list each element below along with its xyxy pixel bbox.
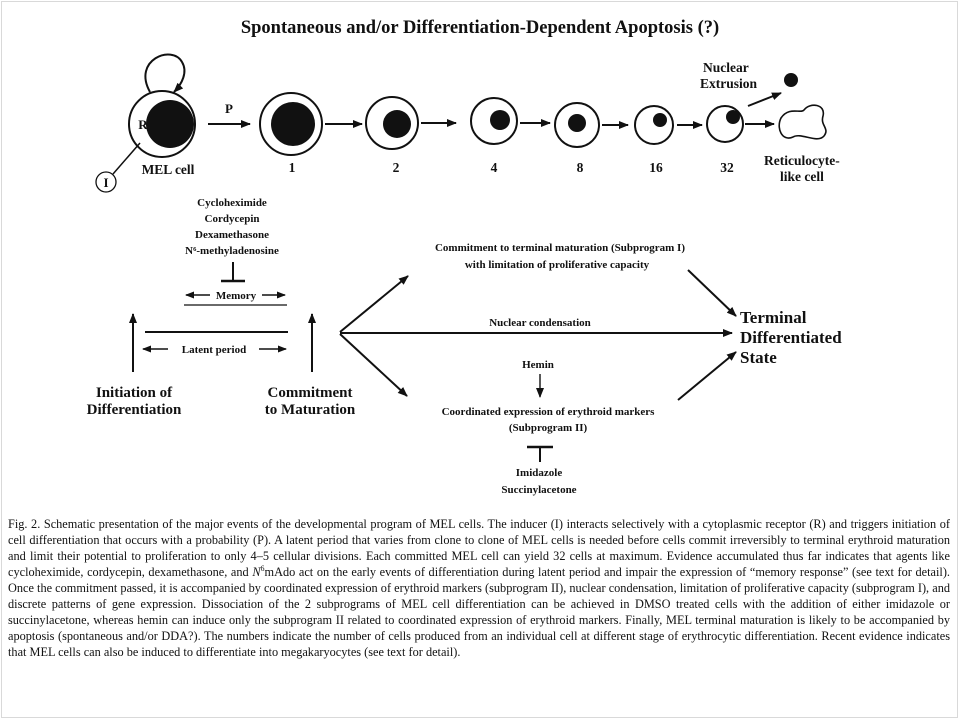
- cell-stage-16: [634, 105, 674, 145]
- inducer-label: I: [103, 175, 108, 190]
- inducer-to-receptor-line: [112, 142, 141, 175]
- receptor-label: R: [138, 117, 148, 132]
- cell-stage-2: [365, 96, 419, 150]
- branch-arrow-subprogram2: [339, 333, 408, 397]
- cell-count-2: 2: [393, 160, 400, 175]
- self-renewal-arrow: [144, 53, 186, 93]
- mel-cell: R: [128, 90, 196, 158]
- blocker-succinylacetone: Succinylacetone: [501, 484, 576, 496]
- inducer-circle: [95, 171, 117, 193]
- inhibitor-dexamethasone: Dexamethasone: [195, 229, 269, 241]
- cell-stage-32: [706, 105, 744, 143]
- inhibitor-n6-methyladenosine: N⁶-methyladenosine: [185, 245, 279, 257]
- terminal-label-3: State: [740, 348, 777, 367]
- reticulocyte-label-2: like cell: [780, 169, 824, 184]
- figure-title: Spontaneous and/or Differentiation-Depen…: [241, 18, 719, 38]
- reticulocyte-label-1: Reticulocyte-: [764, 153, 840, 168]
- terminal-label-1: Terminal: [740, 308, 807, 327]
- initiation-label-1: Initiation of: [96, 385, 173, 401]
- cell-count-4: 4: [491, 160, 498, 175]
- latent-period-label: Latent period: [182, 344, 246, 356]
- commitment-label-1: Commitment: [268, 385, 353, 401]
- cell-stage-8: [554, 102, 600, 148]
- nuclear-extrusion-label-2: Extrusion: [700, 76, 758, 91]
- cell-stage-1: [259, 92, 323, 156]
- probability-label: P: [225, 101, 233, 116]
- extrusion-arrow: [747, 92, 782, 107]
- caption-n: N: [252, 565, 261, 580]
- nuclear-condensation-label: Nuclear condensation: [489, 317, 591, 329]
- figure-caption: Fig. 2. Schematic presentation of the ma…: [8, 516, 950, 660]
- differentiation-diagram: Spontaneous and/or Differentiation-Depen…: [87, 18, 843, 496]
- cell-count-32: 32: [720, 160, 734, 175]
- subprogram1-label-2: with limitation of proliferative capacit…: [465, 259, 650, 271]
- subprogram2-to-terminal-arrow: [677, 351, 737, 401]
- reticulocyte-shape: [778, 104, 827, 140]
- subprogram1-to-terminal-arrow: [687, 269, 737, 317]
- cell-count-16: 16: [649, 160, 663, 175]
- caption-superscript: 6: [260, 564, 265, 574]
- branch-arrow-subprogram1: [339, 275, 409, 333]
- inhibitor-cycloheximide: Cycloheximide: [197, 197, 267, 209]
- cell-count-8: 8: [577, 160, 584, 175]
- mel-cell-nucleus: [146, 100, 194, 148]
- memory-label: Memory: [216, 290, 257, 302]
- caption-part-2: mAdo act on the early events of differen…: [8, 565, 950, 660]
- nuclear-extrusion-label-1: Nuclear: [703, 60, 749, 75]
- initiation-label-2: Differentiation: [87, 402, 182, 418]
- cell-count-1: 1: [289, 160, 296, 175]
- blocker-imidazole: Imidazole: [516, 467, 563, 479]
- hemin-label: Hemin: [522, 359, 554, 371]
- commitment-label-2: to Maturation: [265, 402, 356, 418]
- cell-stage-4: [470, 97, 518, 145]
- inhibitor-cordycepin: Cordycepin: [205, 213, 260, 225]
- extruded-nucleus: [784, 73, 798, 87]
- caption-part-1: Fig. 2. Schematic presentation of the ma…: [8, 517, 950, 580]
- terminal-label-2: Differentiated: [740, 328, 842, 347]
- mel-cell-label: MEL cell: [142, 162, 195, 177]
- subprogram1-label-1: Commitment to terminal maturation (Subpr…: [435, 242, 685, 254]
- subprogram2-label-1: Coordinated expression of erythroid mark…: [442, 406, 656, 418]
- subprogram2-label-2: (Subprogram II): [509, 422, 588, 434]
